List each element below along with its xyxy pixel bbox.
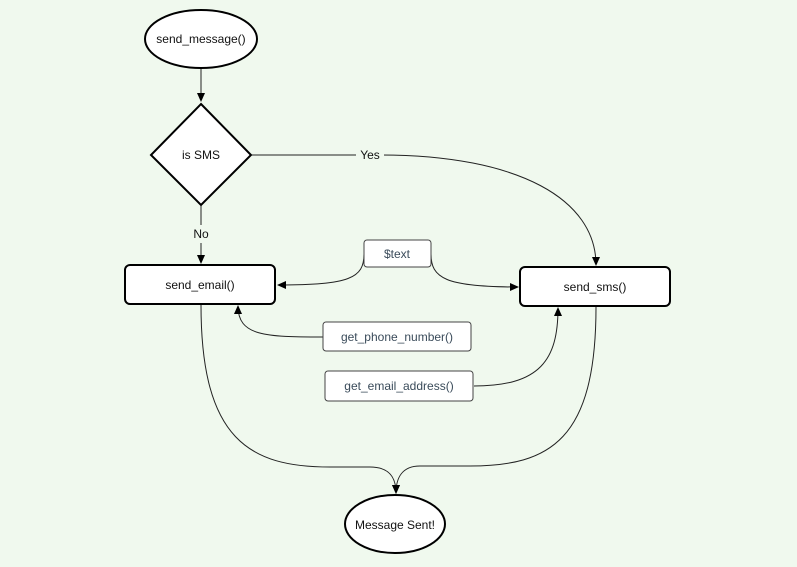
node-decision-label: is SMS bbox=[182, 148, 220, 162]
edge-text-to-email bbox=[277, 253, 365, 289]
edge-label-yes-text: Yes bbox=[360, 148, 380, 162]
node-send-sms-label: send_sms() bbox=[564, 280, 627, 294]
node-start-label: send_message() bbox=[156, 32, 245, 46]
edge-label-no-bg bbox=[190, 225, 212, 243]
node-end[interactable]: Message Sent! bbox=[344, 494, 446, 554]
node-send-email-label: send_email() bbox=[165, 278, 234, 292]
node-send-email[interactable]: send_email() bbox=[124, 264, 276, 305]
edge-sms-to-end bbox=[392, 306, 597, 494]
node-end-shape[interactable] bbox=[344, 494, 446, 554]
node-get-email-address-label: get_email_address() bbox=[344, 379, 453, 393]
edge-email-to-end bbox=[200, 304, 400, 494]
node-start[interactable]: send_message() bbox=[144, 9, 258, 69]
node-send-sms[interactable]: send_sms() bbox=[519, 266, 671, 307]
node-text-param-label: $text bbox=[384, 247, 411, 261]
edge-label-no: No bbox=[190, 225, 212, 243]
node-text-param-shape[interactable] bbox=[363, 239, 432, 268]
node-text-param[interactable]: $text bbox=[363, 239, 432, 268]
node-end-label: Message Sent! bbox=[355, 518, 435, 532]
node-get-phone-number-label: get_phone_number() bbox=[341, 330, 453, 344]
edges bbox=[197, 69, 600, 494]
node-decision-shape[interactable] bbox=[149, 102, 253, 207]
edge-label-no-text: No bbox=[193, 227, 209, 241]
node-get-phone-number-shape[interactable] bbox=[322, 321, 472, 352]
node-get-email-address[interactable]: get_email_address() bbox=[324, 370, 474, 402]
node-decision[interactable]: is SMS bbox=[149, 102, 253, 207]
edge-label-yes-bg bbox=[356, 146, 384, 164]
node-get-phone-number[interactable]: get_phone_number() bbox=[322, 321, 472, 352]
node-send-sms-shape[interactable] bbox=[519, 266, 671, 307]
edge-decision-to-sms bbox=[251, 154, 600, 266]
node-get-email-address-shape[interactable] bbox=[324, 370, 474, 402]
edge-label-yes: Yes bbox=[356, 146, 384, 164]
edge-text-to-sms bbox=[430, 253, 519, 291]
edge-address-to-sms bbox=[473, 307, 562, 387]
edge-phone-to-email bbox=[234, 305, 324, 338]
node-send-email-shape[interactable] bbox=[124, 264, 276, 305]
node-start-shape[interactable] bbox=[144, 9, 258, 69]
